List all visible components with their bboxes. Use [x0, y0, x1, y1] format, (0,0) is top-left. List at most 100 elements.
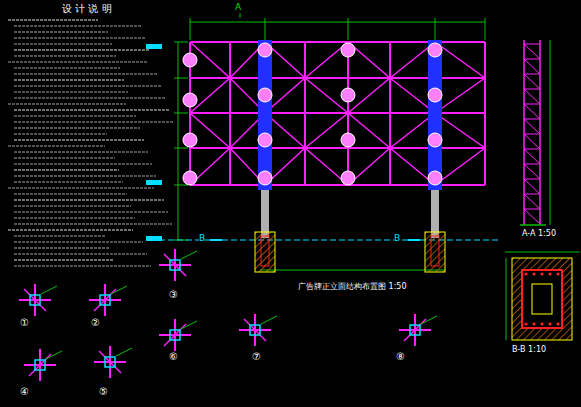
stroke	[170, 330, 180, 340]
stroke	[524, 209, 540, 210]
stroke	[29, 354, 51, 376]
stroke	[435, 113, 485, 148]
stroke	[14, 223, 172, 224]
stroke	[524, 179, 540, 194]
stroke	[524, 74, 540, 75]
stroke	[24, 289, 46, 311]
stroke	[170, 260, 180, 270]
stroke	[14, 157, 115, 158]
stroke	[244, 319, 266, 341]
stroke	[404, 319, 426, 341]
stroke	[14, 253, 147, 254]
stroke	[35, 360, 45, 370]
stroke	[428, 43, 442, 57]
stroke	[14, 163, 152, 164]
stroke	[435, 42, 485, 78]
rebar-dots	[524, 272, 559, 325]
stroke	[14, 235, 106, 236]
note-lines	[8, 20, 173, 266]
stroke	[524, 149, 540, 150]
stroke	[556, 322, 559, 325]
stroke	[30, 295, 40, 305]
joint-markers	[183, 43, 442, 185]
stroke	[435, 148, 485, 185]
stroke	[14, 259, 114, 260]
stroke	[14, 139, 144, 140]
stroke	[14, 205, 131, 206]
stroke	[14, 91, 128, 92]
stroke	[14, 25, 141, 26]
stroke	[540, 272, 543, 275]
stroke	[548, 272, 551, 275]
stroke	[14, 121, 173, 122]
section-aa-rungs	[524, 44, 540, 224]
stroke	[111, 286, 127, 294]
stroke	[41, 286, 57, 294]
stroke	[100, 295, 110, 305]
stroke	[14, 217, 135, 218]
stroke	[14, 265, 151, 266]
stroke	[14, 43, 112, 44]
detail-number: ⑧	[396, 351, 405, 362]
stroke	[14, 199, 164, 200]
stroke	[524, 272, 527, 275]
section-title: A-A 1:50	[522, 230, 556, 239]
stroke	[524, 179, 540, 180]
stroke	[250, 325, 260, 335]
stroke	[548, 322, 551, 325]
stroke	[428, 171, 442, 185]
stroke	[14, 73, 157, 74]
stroke	[341, 133, 355, 147]
stroke	[14, 85, 161, 86]
stroke	[410, 325, 420, 335]
section-letter: B	[394, 234, 400, 244]
section-bb	[505, 252, 580, 340]
stroke	[183, 53, 197, 67]
stroke	[524, 194, 540, 209]
stroke	[524, 194, 540, 195]
detail-number: ④	[20, 386, 29, 397]
stroke	[524, 44, 540, 45]
stroke	[14, 181, 123, 182]
stroke	[14, 193, 127, 194]
stroke	[99, 351, 121, 373]
section-letter: A	[235, 3, 241, 13]
stroke	[261, 316, 277, 324]
stroke	[105, 357, 115, 367]
stroke	[94, 289, 116, 311]
stroke	[183, 93, 197, 107]
stroke	[164, 324, 186, 346]
stroke	[14, 151, 148, 152]
stroke	[116, 348, 132, 356]
stroke	[524, 164, 540, 179]
joint-details	[19, 249, 437, 381]
detail-number: ⑦	[252, 351, 261, 362]
stroke	[524, 209, 540, 224]
stroke	[8, 19, 98, 20]
cut-marks	[210, 239, 420, 241]
stroke	[8, 229, 133, 230]
stroke	[428, 133, 442, 147]
stroke	[341, 43, 355, 57]
stroke	[14, 175, 156, 176]
stroke	[524, 59, 540, 60]
detail-number: ⑥	[169, 351, 178, 362]
detail-number: ②	[91, 317, 100, 328]
stroke	[14, 127, 140, 128]
stroke	[8, 145, 105, 146]
stroke	[524, 44, 540, 59]
stroke	[14, 241, 143, 242]
stroke	[183, 171, 197, 185]
stroke	[14, 49, 149, 50]
detail-number: ③	[169, 289, 178, 300]
stroke	[556, 272, 559, 275]
stroke	[14, 55, 116, 56]
stroke	[524, 119, 540, 120]
notes-heading: 设 计 说 明	[62, 3, 112, 14]
columns	[255, 40, 445, 272]
section-aa	[520, 40, 550, 225]
stroke	[540, 322, 543, 325]
stroke	[421, 316, 437, 324]
stroke	[14, 67, 120, 68]
stroke	[14, 115, 136, 116]
